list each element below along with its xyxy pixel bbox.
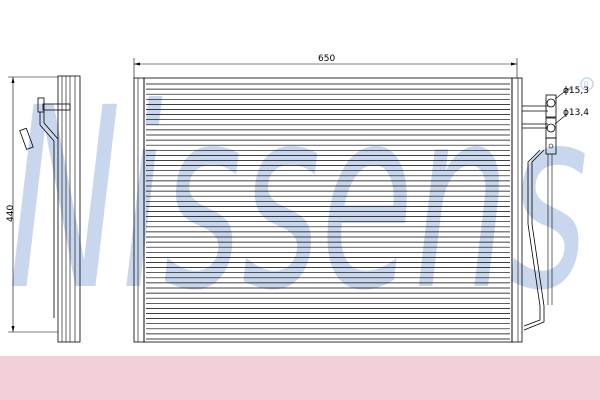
- height-dimension-label: 440: [6, 205, 16, 222]
- upper-fitting-icon: [546, 98, 556, 108]
- svg-text:R: R: [584, 81, 590, 90]
- pipe-diameter-label-2: ϕ13,4: [563, 108, 589, 118]
- pipe-diameter-label-1: ϕ15,3: [563, 86, 589, 96]
- pipe-connections: [522, 94, 557, 331]
- watermark-logo: Nissens: [8, 54, 588, 345]
- registered-mark-icon: R: [580, 77, 594, 91]
- front-view: 650 ϕ15,3: [133, 54, 589, 343]
- lower-fitting-icon: [546, 123, 556, 133]
- footer-band: [0, 356, 600, 400]
- condenser-core: [143, 77, 513, 343]
- core-fins: [146, 83, 510, 340]
- side-view: 440: [6, 75, 81, 343]
- width-dimension-label: 650: [318, 54, 335, 64]
